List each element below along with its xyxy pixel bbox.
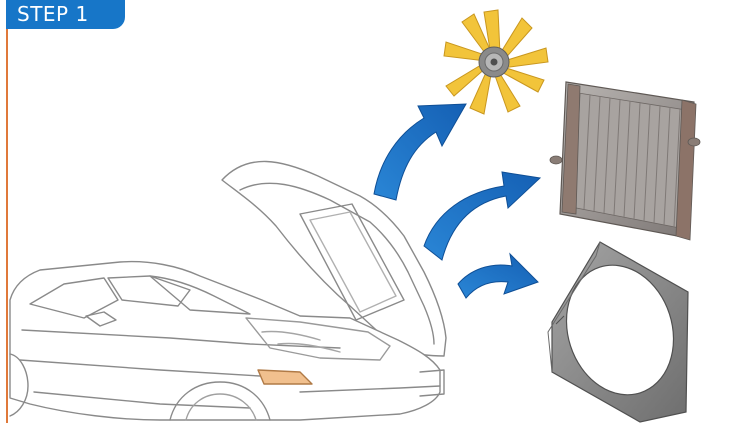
radiator-outlet (687, 137, 701, 147)
arrow-to-radiator (423, 171, 542, 261)
engine-fan (443, 9, 549, 115)
radiator (549, 81, 701, 241)
car-headlight (257, 369, 313, 385)
step-badge: STEP 1 (6, 0, 125, 29)
car-hood (221, 160, 447, 357)
car-front-wheel (169, 381, 271, 421)
fan-shroud (547, 241, 689, 423)
arrow-to-shroud (457, 252, 539, 299)
direction-arrows (373, 103, 542, 299)
car-rear-wheel (9, 353, 29, 417)
step-side-rule (6, 28, 8, 423)
arrow-to-fan (373, 103, 467, 201)
car-engine-bay (245, 317, 391, 361)
car-illustration (9, 160, 447, 421)
shroud-opening (565, 264, 675, 396)
car-body (9, 260, 441, 421)
car-mirror (85, 311, 117, 327)
radiator-inlet (549, 155, 563, 165)
